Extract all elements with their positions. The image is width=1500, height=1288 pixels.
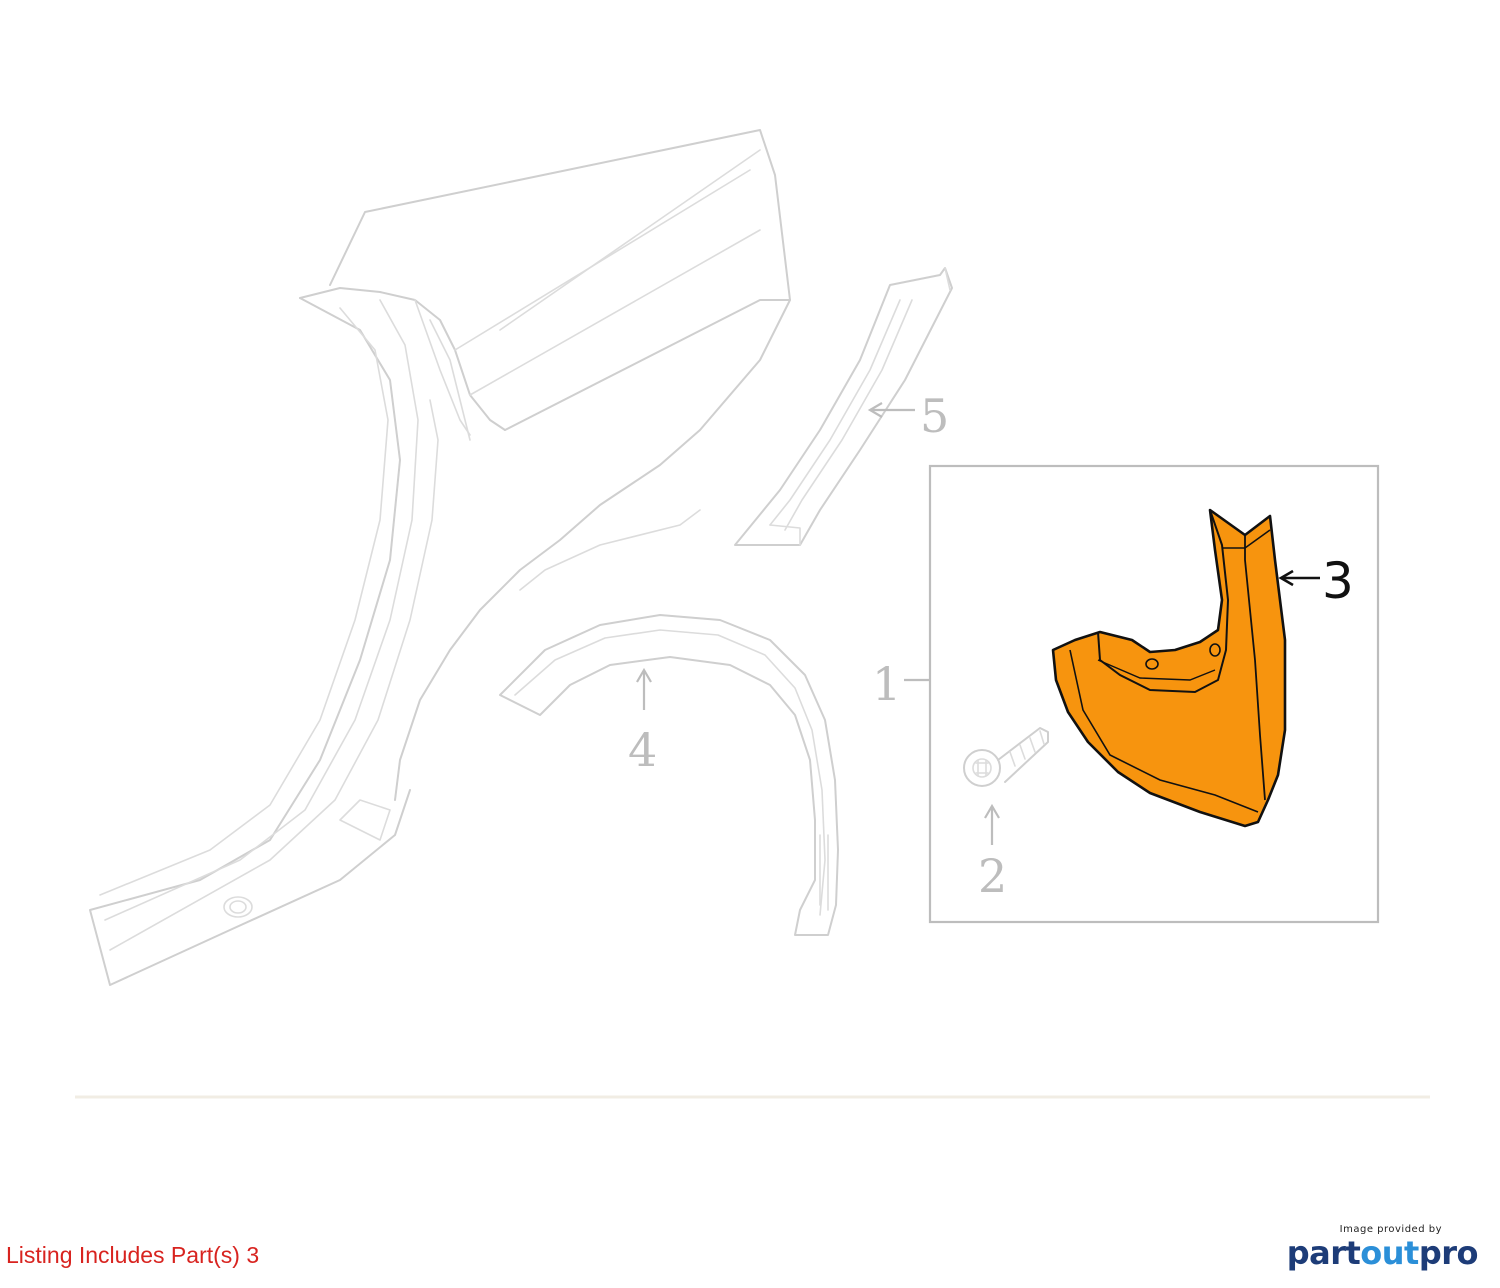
callout-3: 3 (1278, 552, 1354, 610)
part-3-mud-flap (1051, 508, 1287, 828)
callout-5: 5 (867, 389, 949, 443)
image-credit-text: Image provided by (1339, 1224, 1442, 1235)
callout-2-label: 2 (978, 849, 1007, 903)
logo-out: out (1360, 1234, 1419, 1272)
quarter-panel-outline (89, 129, 791, 986)
callout-5-label: 5 (920, 389, 949, 443)
callout-4-label: 4 (628, 723, 657, 777)
logo-pro: pro (1418, 1234, 1479, 1272)
callout-1-label: 1 (872, 657, 901, 711)
part-2-screw (963, 727, 1049, 787)
listing-caption: Listing Includes Part(s) 3 (6, 1242, 260, 1268)
part-5-drawing (734, 267, 953, 546)
callout-3-label: 3 (1322, 552, 1354, 610)
assembly-box (928, 464, 1380, 924)
part-4-drawing (499, 614, 839, 936)
partoutpro-logo: partoutpro (1286, 1234, 1479, 1272)
callout-4: 4 (628, 667, 657, 777)
logo-part: part (1286, 1234, 1361, 1272)
callout-2: 2 (978, 803, 1007, 903)
callout-1: 1 (872, 657, 930, 711)
